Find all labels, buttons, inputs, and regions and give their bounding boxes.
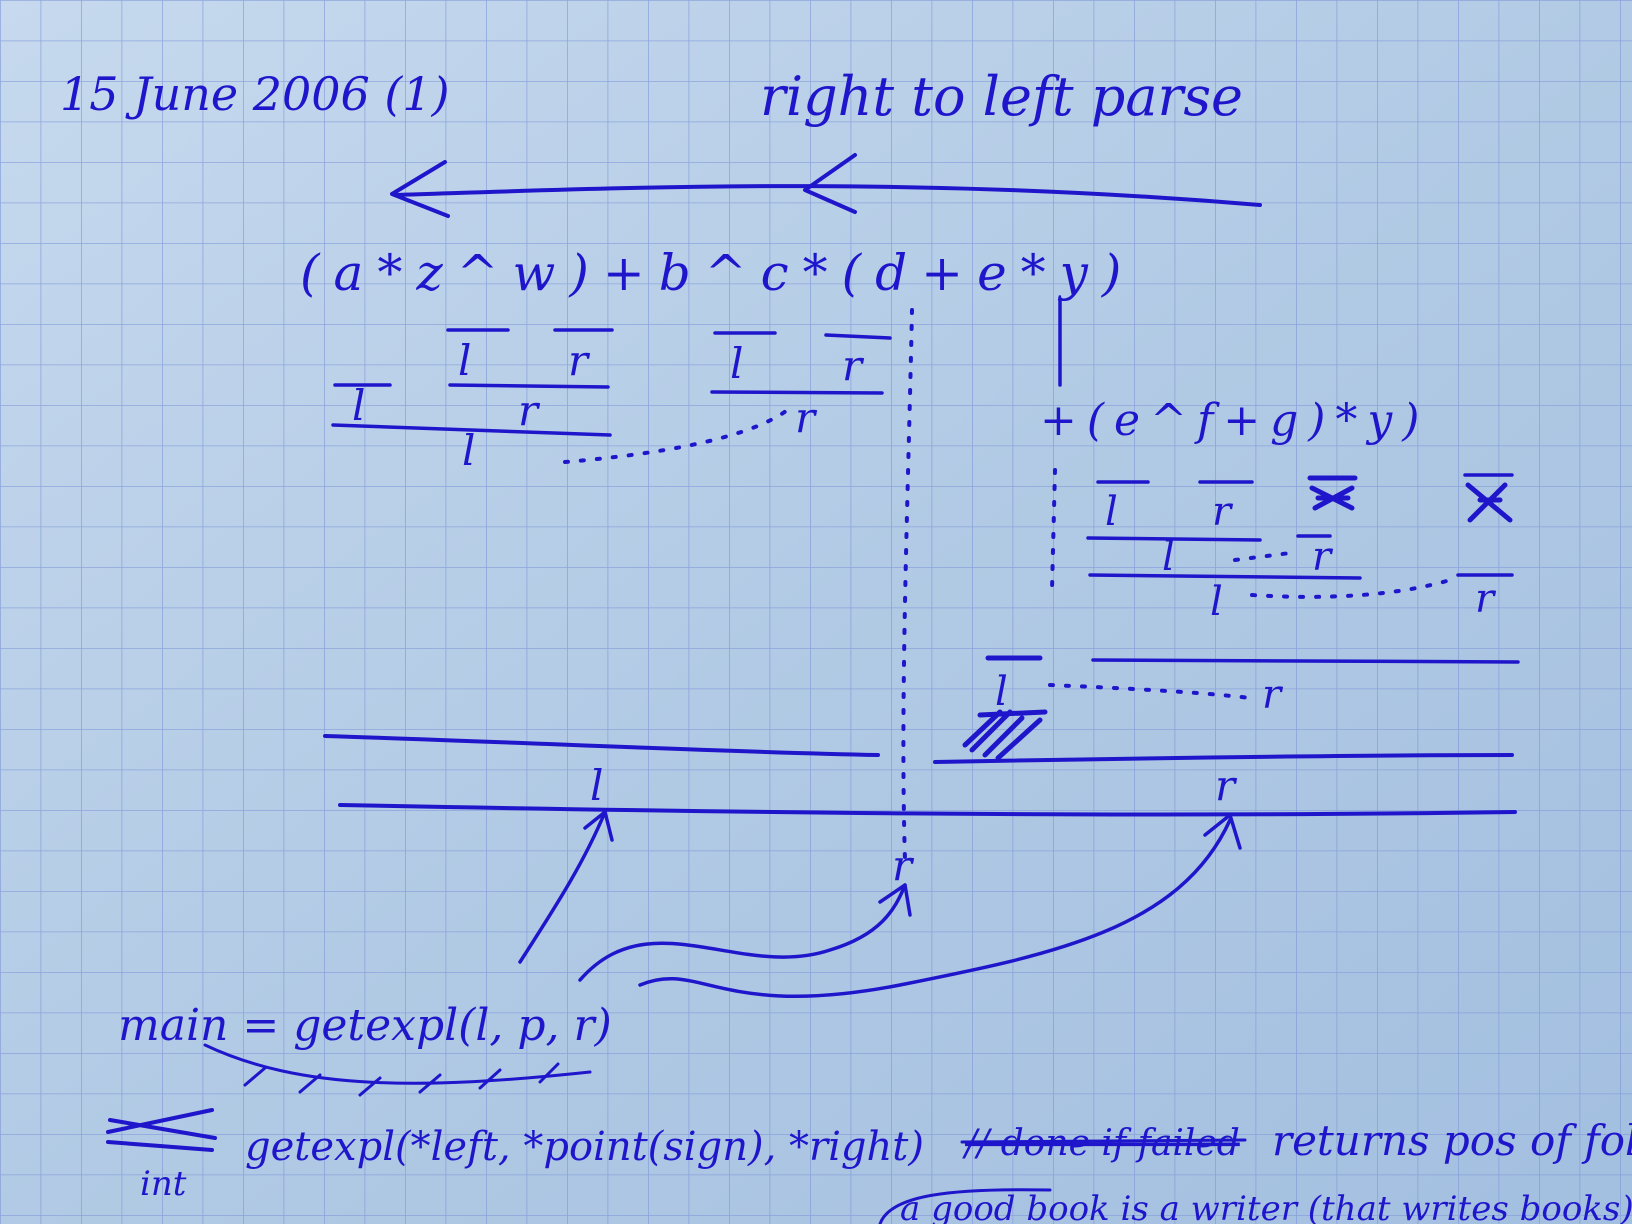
return-type: int [140,1164,187,1204]
mark-left: l [730,339,743,388]
mark-right: r [795,393,818,442]
left-parse-tree: l r l r l r r l [331,328,892,475]
note: a good book is a writer (that writes boo… [900,1189,1632,1224]
mark-right: r [892,841,915,890]
right-parse-tree: l r l r l r l r [962,473,1520,761]
mark-left: l [1210,579,1223,625]
struck-word [106,1108,217,1152]
mark-right: r [842,341,865,390]
left-arrow-icon [390,153,1262,218]
mark-right: r [1212,489,1234,535]
mark-left: l [458,336,471,385]
function-signature: getexpl(*left, *point(sign), *right) [245,1124,924,1170]
mark-left: l [1105,489,1118,535]
mark-right: r [1262,672,1284,718]
mark-left: l [1162,534,1175,580]
date-heading: 15 June 2006 (1) [60,67,450,121]
dotted-connector [901,308,914,862]
mark-left: l [995,669,1008,715]
mark-right: r [1215,761,1238,810]
mark-left: l [352,381,365,430]
level-lines: l r r [323,734,1517,890]
struck-comment: // done if failed [962,1123,1240,1164]
mark-right: r [568,336,591,385]
page-title: right to left parse [760,65,1243,128]
mark-left: l [590,761,603,810]
mark-right: r [1475,576,1497,622]
subexpression: +(e^f+g)*y) [1040,395,1429,446]
mark-right: r [518,386,541,435]
mark-left: l [462,426,475,475]
expression: (a*z^w)+b^c*(d+e*y) [300,244,1135,302]
underline-hatching [203,1043,592,1097]
mark-right: r [1312,534,1334,580]
comment: returns pos of follo [1272,1116,1632,1165]
pointer-arrows [518,810,1242,998]
main-call: main = getexpl(l, p, r) [118,1000,612,1051]
